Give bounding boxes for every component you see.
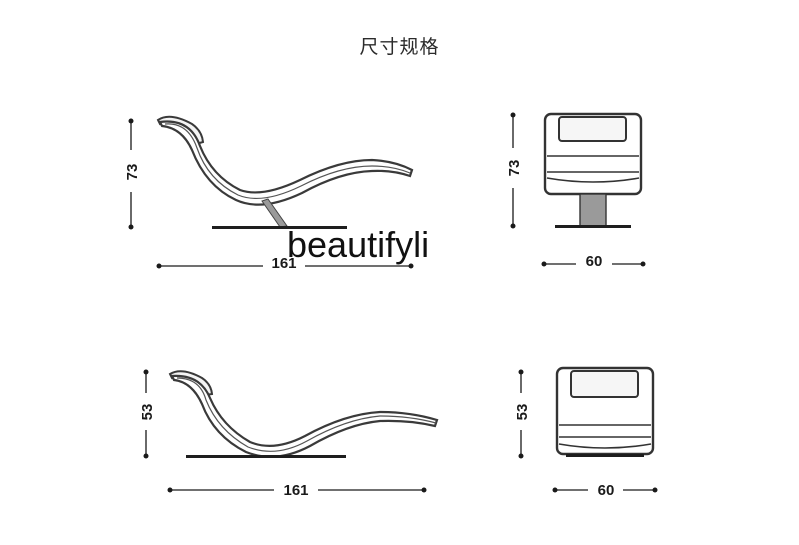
chaise-body-high [158, 120, 414, 206]
chaise-front-seat-low [558, 443, 652, 449]
chaise-side-view-low [168, 370, 439, 458]
chaise-front-base-high [555, 225, 631, 228]
length-label-high-side: 161 [271, 255, 296, 272]
chaise-side-view-high [156, 115, 414, 229]
dimension-horizontal-low-side: 161 [167, 482, 427, 499]
height-label-low-side: 53 [139, 404, 156, 421]
chaise-front-headrest-high [558, 116, 627, 142]
chaise-inner-line-low [176, 377, 437, 452]
dimension-horizontal-high-front: 60 [541, 253, 646, 270]
length-label-low-side: 161 [283, 482, 308, 499]
chaise-front-base-low [566, 454, 644, 457]
dimension-vertical-high-side: 73 [124, 118, 141, 230]
width-label-low-front: 60 [598, 482, 615, 499]
dimension-horizontal-high-side: 161 [156, 255, 414, 272]
dimension-vertical-high-front: 73 [506, 112, 523, 229]
dimension-vertical-low-side: 53 [139, 369, 156, 459]
dimension-horizontal-low-front: 60 [552, 482, 658, 499]
chaise-body-low [170, 374, 439, 458]
watermark-text: beautifyli [287, 224, 429, 265]
chaise-front-headrest-low [570, 370, 639, 398]
width-label-high-front: 60 [586, 253, 603, 270]
height-label-low-front: 53 [514, 404, 531, 421]
chaise-front-column-high [579, 193, 607, 227]
page-title: 尺寸规格 [359, 36, 440, 58]
chaise-front-view-high [543, 112, 643, 228]
chaise-base-low [186, 455, 346, 458]
chaise-inner-line-high [164, 123, 411, 200]
chaise-front-view-low [555, 366, 655, 457]
chaise-front-seat-high [546, 177, 640, 183]
dimension-vertical-low-front: 53 [514, 369, 531, 459]
height-label-high-side: 73 [124, 164, 141, 181]
height-label-high-front: 73 [506, 160, 523, 177]
chaise-base-high [212, 226, 347, 229]
